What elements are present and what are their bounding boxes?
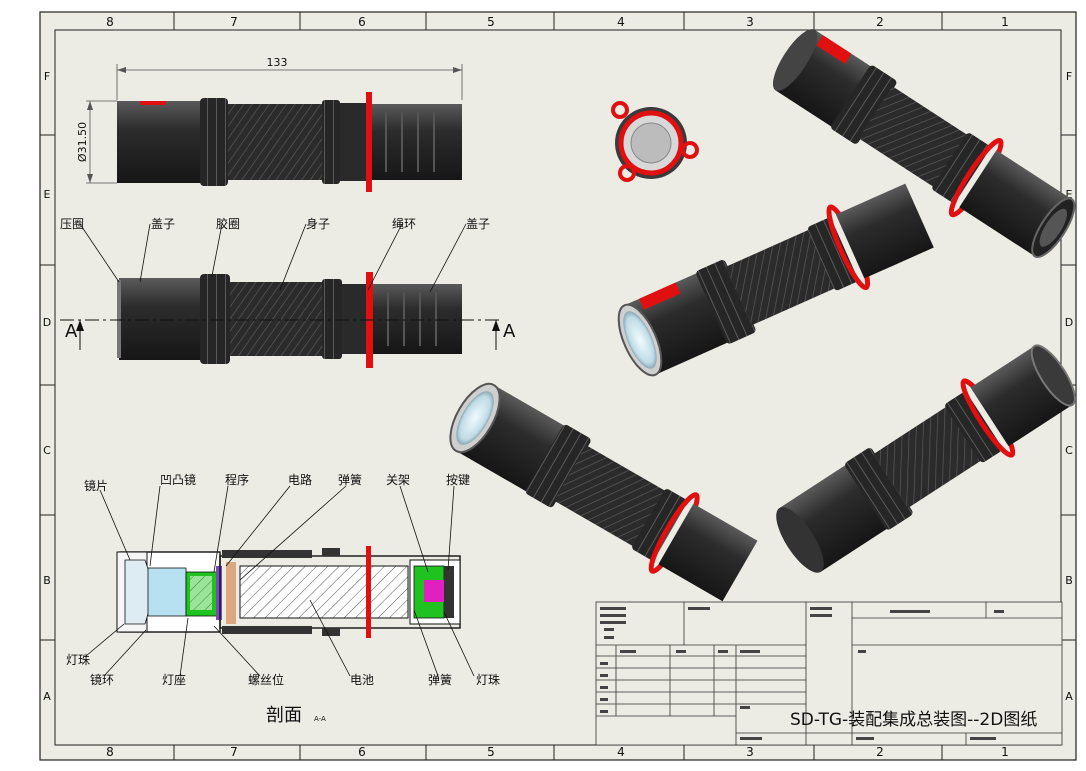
zone-row-c: C bbox=[43, 444, 51, 457]
section-mark-right: A bbox=[503, 321, 516, 342]
length-dimension: 133 bbox=[267, 56, 288, 69]
section-caption: 剖面 bbox=[266, 705, 302, 726]
label-program: 程序 bbox=[225, 472, 249, 487]
zone-col-2-bottom: 2 bbox=[876, 745, 884, 759]
isometric-view-4 bbox=[776, 344, 1076, 573]
front-end-view bbox=[611, 101, 699, 182]
label-lamp-base: 灯座 bbox=[162, 672, 186, 687]
zone-row-d: D bbox=[43, 316, 51, 329]
zone-row-b: B bbox=[43, 574, 51, 587]
label-battery: 电池 bbox=[350, 673, 374, 687]
zone-col-2: 2 bbox=[876, 15, 884, 29]
zone-col-7: 7 bbox=[230, 15, 238, 29]
label-switch-frame: 关架 bbox=[386, 473, 410, 487]
label-cap-right: 盖子 bbox=[466, 217, 490, 231]
zone-col-3: 3 bbox=[746, 15, 754, 29]
label-led-left: 灯珠 bbox=[66, 653, 90, 667]
label-convex-lens: 凹凸镜 bbox=[160, 472, 196, 487]
zone-col-4: 4 bbox=[617, 15, 625, 29]
label-lanyard-ring: 绳环 bbox=[392, 217, 416, 231]
zone-col-5-bottom: 5 bbox=[487, 745, 495, 759]
zone-row-b-right: B bbox=[1065, 574, 1073, 587]
label-button: 按键 bbox=[446, 473, 470, 487]
zone-row-a-right: A bbox=[1065, 690, 1073, 703]
label-cap-left: 盖子 bbox=[151, 217, 175, 231]
label-press-ring: 压圈 bbox=[60, 217, 84, 231]
isometric-view-2 bbox=[617, 183, 934, 377]
section-mark-left: A bbox=[65, 321, 78, 342]
diameter-dimension: Ø31.50 bbox=[76, 122, 89, 162]
label-led-right: 灯珠 bbox=[476, 673, 500, 687]
section-caption-suffix: A-A bbox=[314, 715, 326, 723]
zone-row-e-right: E bbox=[1066, 188, 1073, 201]
side-view: A A 压圈 盖子 胶圈 身子 绳环 盖子 bbox=[60, 216, 516, 368]
title-block bbox=[595, 601, 1063, 746]
zone-row-f-right: F bbox=[1066, 70, 1072, 83]
isometric-view-3 bbox=[449, 382, 758, 602]
zone-row-d-right: D bbox=[1065, 316, 1073, 329]
label-spring-top: 弹簧 bbox=[338, 472, 362, 487]
zone-col-7-bottom: 7 bbox=[230, 745, 238, 759]
zone-col-1: 1 bbox=[1001, 15, 1009, 29]
drawing-title: SD-TG-装配集成总装图--2D图纸 bbox=[790, 710, 1037, 730]
zone-col-8: 8 bbox=[106, 15, 114, 29]
zone-col-4-bottom: 4 bbox=[617, 745, 625, 759]
zone-col-6-bottom: 6 bbox=[358, 745, 366, 759]
label-circuit: 电路 bbox=[288, 472, 312, 487]
label-screw-position: 螺丝位 bbox=[248, 672, 284, 687]
zone-row-f: F bbox=[44, 70, 50, 83]
top-view: 133 Ø31.50 bbox=[76, 56, 463, 192]
label-spring-bottom: 弹簧 bbox=[428, 672, 452, 687]
section-view: 镜片 凹凸镜 程序 电路 弹簧 关架 按键 灯珠 镜环 灯座 螺丝位 电池 弹簧… bbox=[66, 472, 500, 726]
zone-row-a: A bbox=[43, 690, 51, 703]
zone-row-e: E bbox=[44, 188, 51, 201]
label-rubber-ring: 胶圈 bbox=[216, 216, 240, 231]
label-lens-ring: 镜环 bbox=[90, 672, 114, 687]
zone-col-8-bottom: 8 bbox=[106, 745, 114, 759]
zone-col-6: 6 bbox=[358, 15, 366, 29]
label-body: 身子 bbox=[306, 216, 330, 231]
zone-col-5: 5 bbox=[487, 15, 495, 29]
zone-row-c-right: C bbox=[1065, 444, 1073, 457]
zone-col-3-bottom: 3 bbox=[746, 745, 754, 759]
isometric-view-1 bbox=[772, 29, 1076, 259]
zone-col-1-bottom: 1 bbox=[1001, 745, 1009, 759]
label-lens: 镜片 bbox=[84, 478, 108, 493]
title-block-fine-print bbox=[600, 607, 1004, 740]
